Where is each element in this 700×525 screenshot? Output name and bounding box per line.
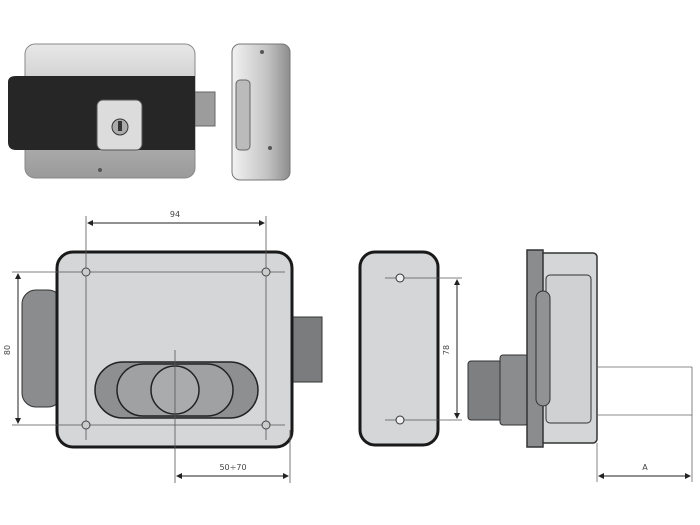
lock-side-view: A: [467, 249, 693, 482]
dim-strike-label: 78: [442, 345, 451, 355]
mount-hole: [395, 273, 405, 283]
dim-height-label: 80: [3, 345, 12, 355]
dim-backset-label: 50÷70: [219, 463, 246, 472]
mount-hole: [261, 420, 271, 430]
lock-front-view: 94 80 50÷70: [3, 210, 323, 483]
dim-width-label: 94: [170, 210, 180, 219]
mount-hole: [81, 267, 91, 277]
lock-photo: [8, 43, 216, 179]
mount-hole: [261, 267, 271, 277]
mount-hole: [81, 420, 91, 430]
mount-hole: [395, 415, 405, 425]
strike-front-view: 78: [358, 250, 462, 447]
strike-photo: [231, 43, 291, 181]
dim-bolt-label: A: [642, 463, 648, 472]
